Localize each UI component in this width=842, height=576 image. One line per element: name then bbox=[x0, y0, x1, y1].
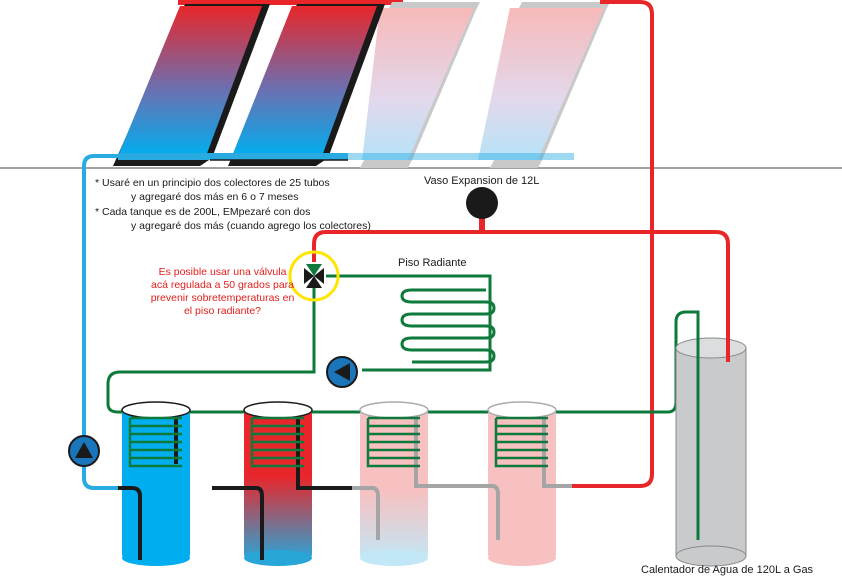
pump-radiant bbox=[326, 356, 358, 388]
note-line-1: * Usaré en un principio dos colectores d… bbox=[95, 177, 330, 189]
tank-3 bbox=[352, 401, 470, 566]
tank-4 bbox=[470, 401, 572, 566]
floor-coil bbox=[400, 288, 496, 364]
three-way-valve bbox=[288, 250, 340, 302]
note-line-3: * Cada tanque es de 200L, EMpezaré con d… bbox=[95, 206, 311, 218]
pump-solar bbox=[68, 435, 100, 467]
expansion-vessel bbox=[466, 187, 498, 219]
cold-pipe bbox=[82, 154, 118, 490]
collector-4 bbox=[478, 2, 610, 168]
floor-label: Piso Radiante bbox=[398, 257, 467, 269]
collector-1 bbox=[113, 4, 270, 166]
gas-water-heater bbox=[675, 320, 747, 567]
valve-question: Es posible usar una válvula acá regulada… bbox=[135, 266, 310, 319]
tank-coils bbox=[128, 416, 548, 468]
question-line-3: prevenir sobretemperaturas en bbox=[150, 292, 295, 305]
collector-2 bbox=[228, 4, 385, 166]
tank-2 bbox=[212, 401, 352, 566]
note-line-2: y agregaré dos más en 6 o 7 meses bbox=[131, 191, 299, 203]
tank-1 bbox=[118, 401, 191, 566]
question-line-4: el piso radiante? bbox=[183, 305, 262, 318]
radiant-supply bbox=[326, 274, 492, 372]
collector-3 bbox=[360, 2, 480, 168]
question-line-1: Es posible usar una válvula bbox=[158, 266, 287, 278]
expansion-label: Vaso Expansion de 12L bbox=[424, 175, 539, 187]
question-line-2: acá regulada a 50 grados para bbox=[150, 279, 295, 292]
hot-pipe-return bbox=[570, 0, 654, 488]
hot-pipe-distribution bbox=[312, 230, 730, 360]
collector-header bbox=[178, 0, 403, 5]
solar-collectors bbox=[113, 0, 610, 168]
note-line-4: y agregaré dos más (cuando agrego los co… bbox=[131, 220, 371, 232]
heater-label: Calentador de Agua de 120L a Gas bbox=[641, 564, 814, 576]
